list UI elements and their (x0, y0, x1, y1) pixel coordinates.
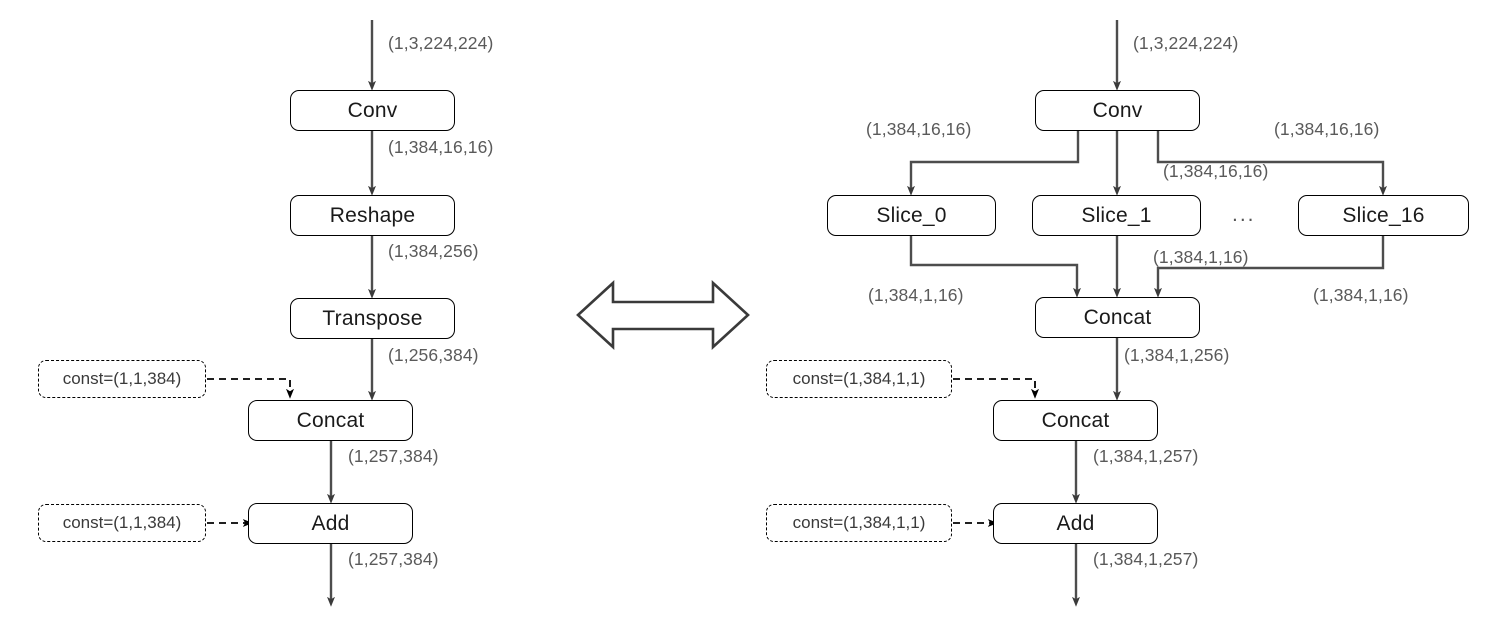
node-right-concat-const[interactable]: Concat (993, 400, 1158, 441)
equivalence-arrow (576, 280, 750, 350)
const-left-concat[interactable]: const=(1,1,384) (38, 360, 206, 398)
label-right-slice0-out: (1,384,1,16) (868, 285, 964, 305)
node-right-concat-slices[interactable]: Concat (1035, 297, 1200, 338)
label-right-concat-const-out: (1,384,1,257) (1093, 446, 1199, 466)
node-left-add[interactable]: Add (248, 503, 413, 544)
label-left-transpose-out: (1,256,384) (388, 345, 479, 365)
label-left-add-out: (1,257,384) (348, 549, 439, 569)
label-right-conv-out-right: (1,384,16,16) (1274, 119, 1380, 139)
label-right-concat-slices-out: (1,384,1,256) (1124, 345, 1230, 365)
const-right-concat[interactable]: const=(1,384,1,1) (766, 360, 952, 398)
label-right-slice16-out: (1,384,1,16) (1313, 285, 1409, 305)
label-left-input: (1,3,224,224) (388, 33, 494, 53)
node-left-conv[interactable]: Conv (290, 90, 455, 131)
label-right-add-out: (1,384,1,257) (1093, 549, 1199, 569)
node-left-reshape[interactable]: Reshape (290, 195, 455, 236)
slices-ellipsis: ... (1232, 203, 1256, 226)
label-right-conv-out-left: (1,384,16,16) (866, 119, 972, 139)
const-left-add[interactable]: const=(1,1,384) (38, 504, 206, 542)
node-left-concat[interactable]: Concat (248, 400, 413, 441)
label-right-conv-out-mid: (1,384,16,16) (1163, 161, 1269, 181)
label-right-input: (1,3,224,224) (1133, 33, 1239, 53)
node-right-slice-0[interactable]: Slice_0 (827, 195, 996, 236)
label-left-reshape-out: (1,384,256) (388, 241, 479, 261)
node-left-transpose[interactable]: Transpose (290, 298, 455, 339)
label-left-conv-out: (1,384,16,16) (388, 137, 494, 157)
node-right-conv[interactable]: Conv (1035, 90, 1200, 131)
node-right-slice-16[interactable]: Slice_16 (1298, 195, 1469, 236)
node-right-add[interactable]: Add (993, 503, 1158, 544)
label-left-concat-out: (1,257,384) (348, 446, 439, 466)
const-right-add[interactable]: const=(1,384,1,1) (766, 504, 952, 542)
node-right-slice-1[interactable]: Slice_1 (1032, 195, 1201, 236)
label-right-slice1-out: (1,384,1,16) (1153, 247, 1249, 267)
